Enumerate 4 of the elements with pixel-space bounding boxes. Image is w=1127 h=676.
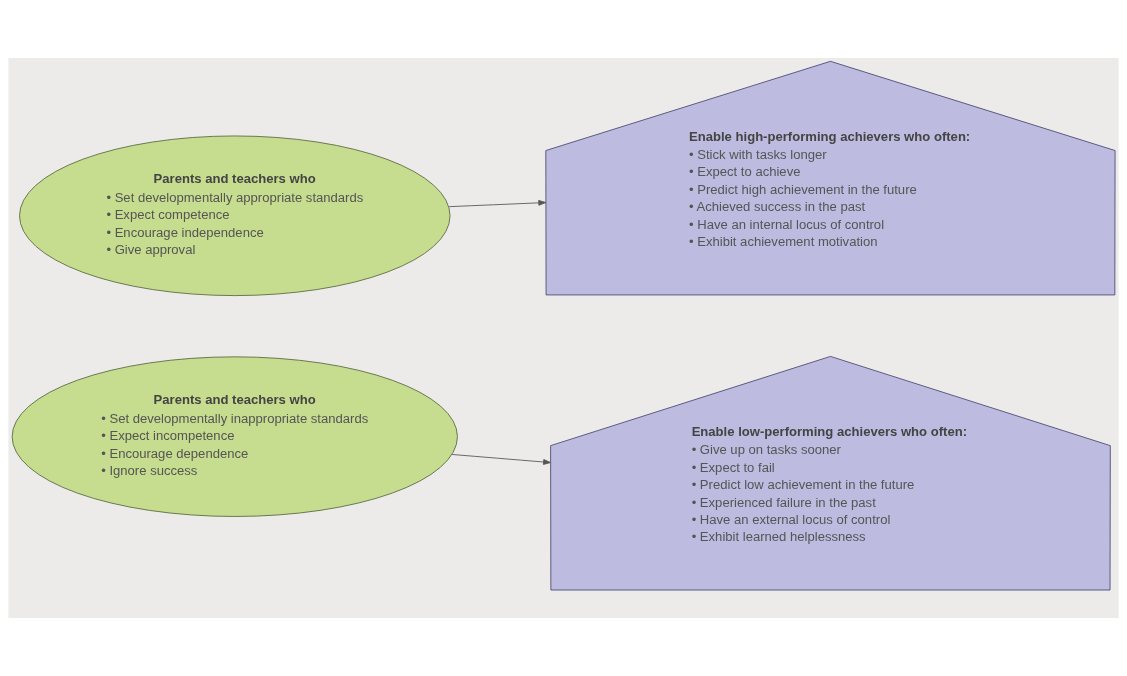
arrow [451,454,551,465]
node-ellipse: Parents and teachers who • Set developmentally appropriate standards • Expect competence • Encourage independence • Give approval [19,135,451,297]
node-ellipse: Parents and teachers who • Set developmentally inappropriate standards • Expect incompetence • Encourage dependence • Ignore success [11,356,458,517]
arrow [448,199,547,208]
